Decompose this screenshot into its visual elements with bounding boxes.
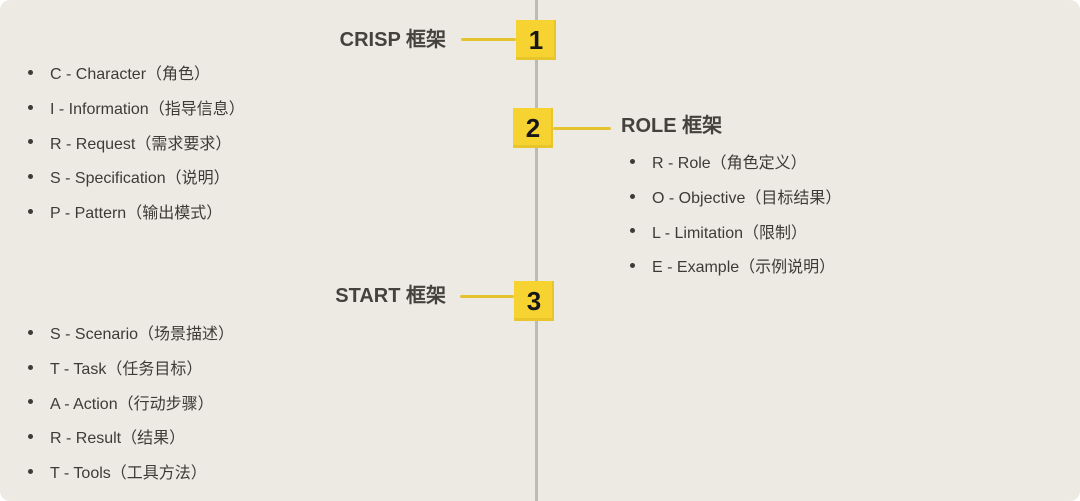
list-item: I - Information（指导信息）	[24, 90, 245, 125]
list-item-label: R - Role（角色定义）	[652, 155, 807, 173]
list-item: S - Scenario（场景描述）	[24, 315, 234, 350]
crisp-connector-line	[461, 38, 516, 41]
bullet-icon	[630, 158, 635, 164]
bullet-icon	[28, 173, 33, 179]
list-item: A - Action（行动步骤）	[24, 384, 234, 419]
role-connector-line	[553, 127, 611, 130]
list-item: R - Result（结果）	[24, 419, 234, 454]
list-item: R - Request（需求要求）	[24, 124, 245, 159]
list-item-label: T - Task（任务目标）	[50, 361, 203, 379]
milestone-number-badge-2: 2	[513, 108, 553, 148]
list-item-label: T - Tools（工具方法）	[50, 465, 207, 483]
bullet-icon	[28, 329, 33, 335]
list-item-label: P - Pattern（输出模式）	[50, 205, 223, 223]
role-frame-title: ROLE 框架	[621, 115, 723, 137]
list-item-label: I - Information（指导信息）	[50, 101, 245, 119]
bullet-icon	[28, 104, 33, 110]
list-item: S - Specification（说明）	[24, 159, 245, 194]
list-item-label: A - Action（行动步骤）	[50, 395, 214, 413]
start-list: S - Scenario（场景描述） T - Task（任务目标） A - Ac…	[24, 315, 234, 488]
list-item: P - Pattern（输出模式）	[24, 194, 245, 229]
list-item-label: S - Specification（说明）	[50, 170, 230, 188]
milestone-number-badge-1: 1	[516, 20, 556, 60]
start-connector-line	[460, 295, 514, 298]
milestone-number-3: 3	[526, 285, 542, 316]
bullet-icon	[28, 468, 33, 474]
list-item-label: C - Character（角色）	[50, 66, 211, 84]
list-item: E - Example（示例说明）	[626, 248, 841, 283]
bullet-icon	[630, 228, 635, 234]
list-item: C - Character（角色）	[24, 55, 245, 90]
list-item: R - Role（角色定义）	[626, 144, 841, 179]
bullet-icon	[28, 433, 33, 439]
crisp-list: C - Character（角色） I - Information（指导信息） …	[24, 55, 245, 228]
bullet-icon	[28, 139, 33, 145]
bullet-icon	[28, 399, 33, 405]
start-frame-title: START 框架	[335, 285, 446, 307]
list-item-label: L - Limitation（限制）	[652, 224, 808, 242]
list-item: T - Task（任务目标）	[24, 350, 234, 385]
role-list: R - Role（角色定义） O - Objective（目标结果） L - L…	[626, 144, 841, 283]
crisp-frame-title: CRISP 框架	[339, 29, 446, 51]
bullet-icon	[630, 262, 635, 268]
list-item-label: S - Scenario（场景描述）	[50, 326, 235, 344]
list-item-label: R - Result（结果）	[50, 430, 186, 448]
bullet-icon	[28, 69, 33, 75]
list-item-label: R - Request（需求要求）	[50, 135, 232, 153]
list-item: O - Objective（目标结果）	[626, 179, 841, 214]
list-item-label: E - Example（示例说明）	[652, 259, 836, 277]
list-item: T - Tools（工具方法）	[24, 454, 234, 489]
bullet-icon	[28, 208, 33, 214]
milestone-number-badge-3: 3	[514, 281, 554, 321]
timeline-vertical-line	[535, 0, 538, 501]
list-item-label: O - Objective（目标结果）	[652, 190, 842, 208]
list-item: L - Limitation（限制）	[626, 213, 841, 248]
milestone-number-2: 2	[525, 112, 541, 143]
bullet-icon	[28, 364, 33, 370]
bullet-icon	[630, 193, 635, 199]
milestone-number-1: 1	[528, 24, 544, 55]
